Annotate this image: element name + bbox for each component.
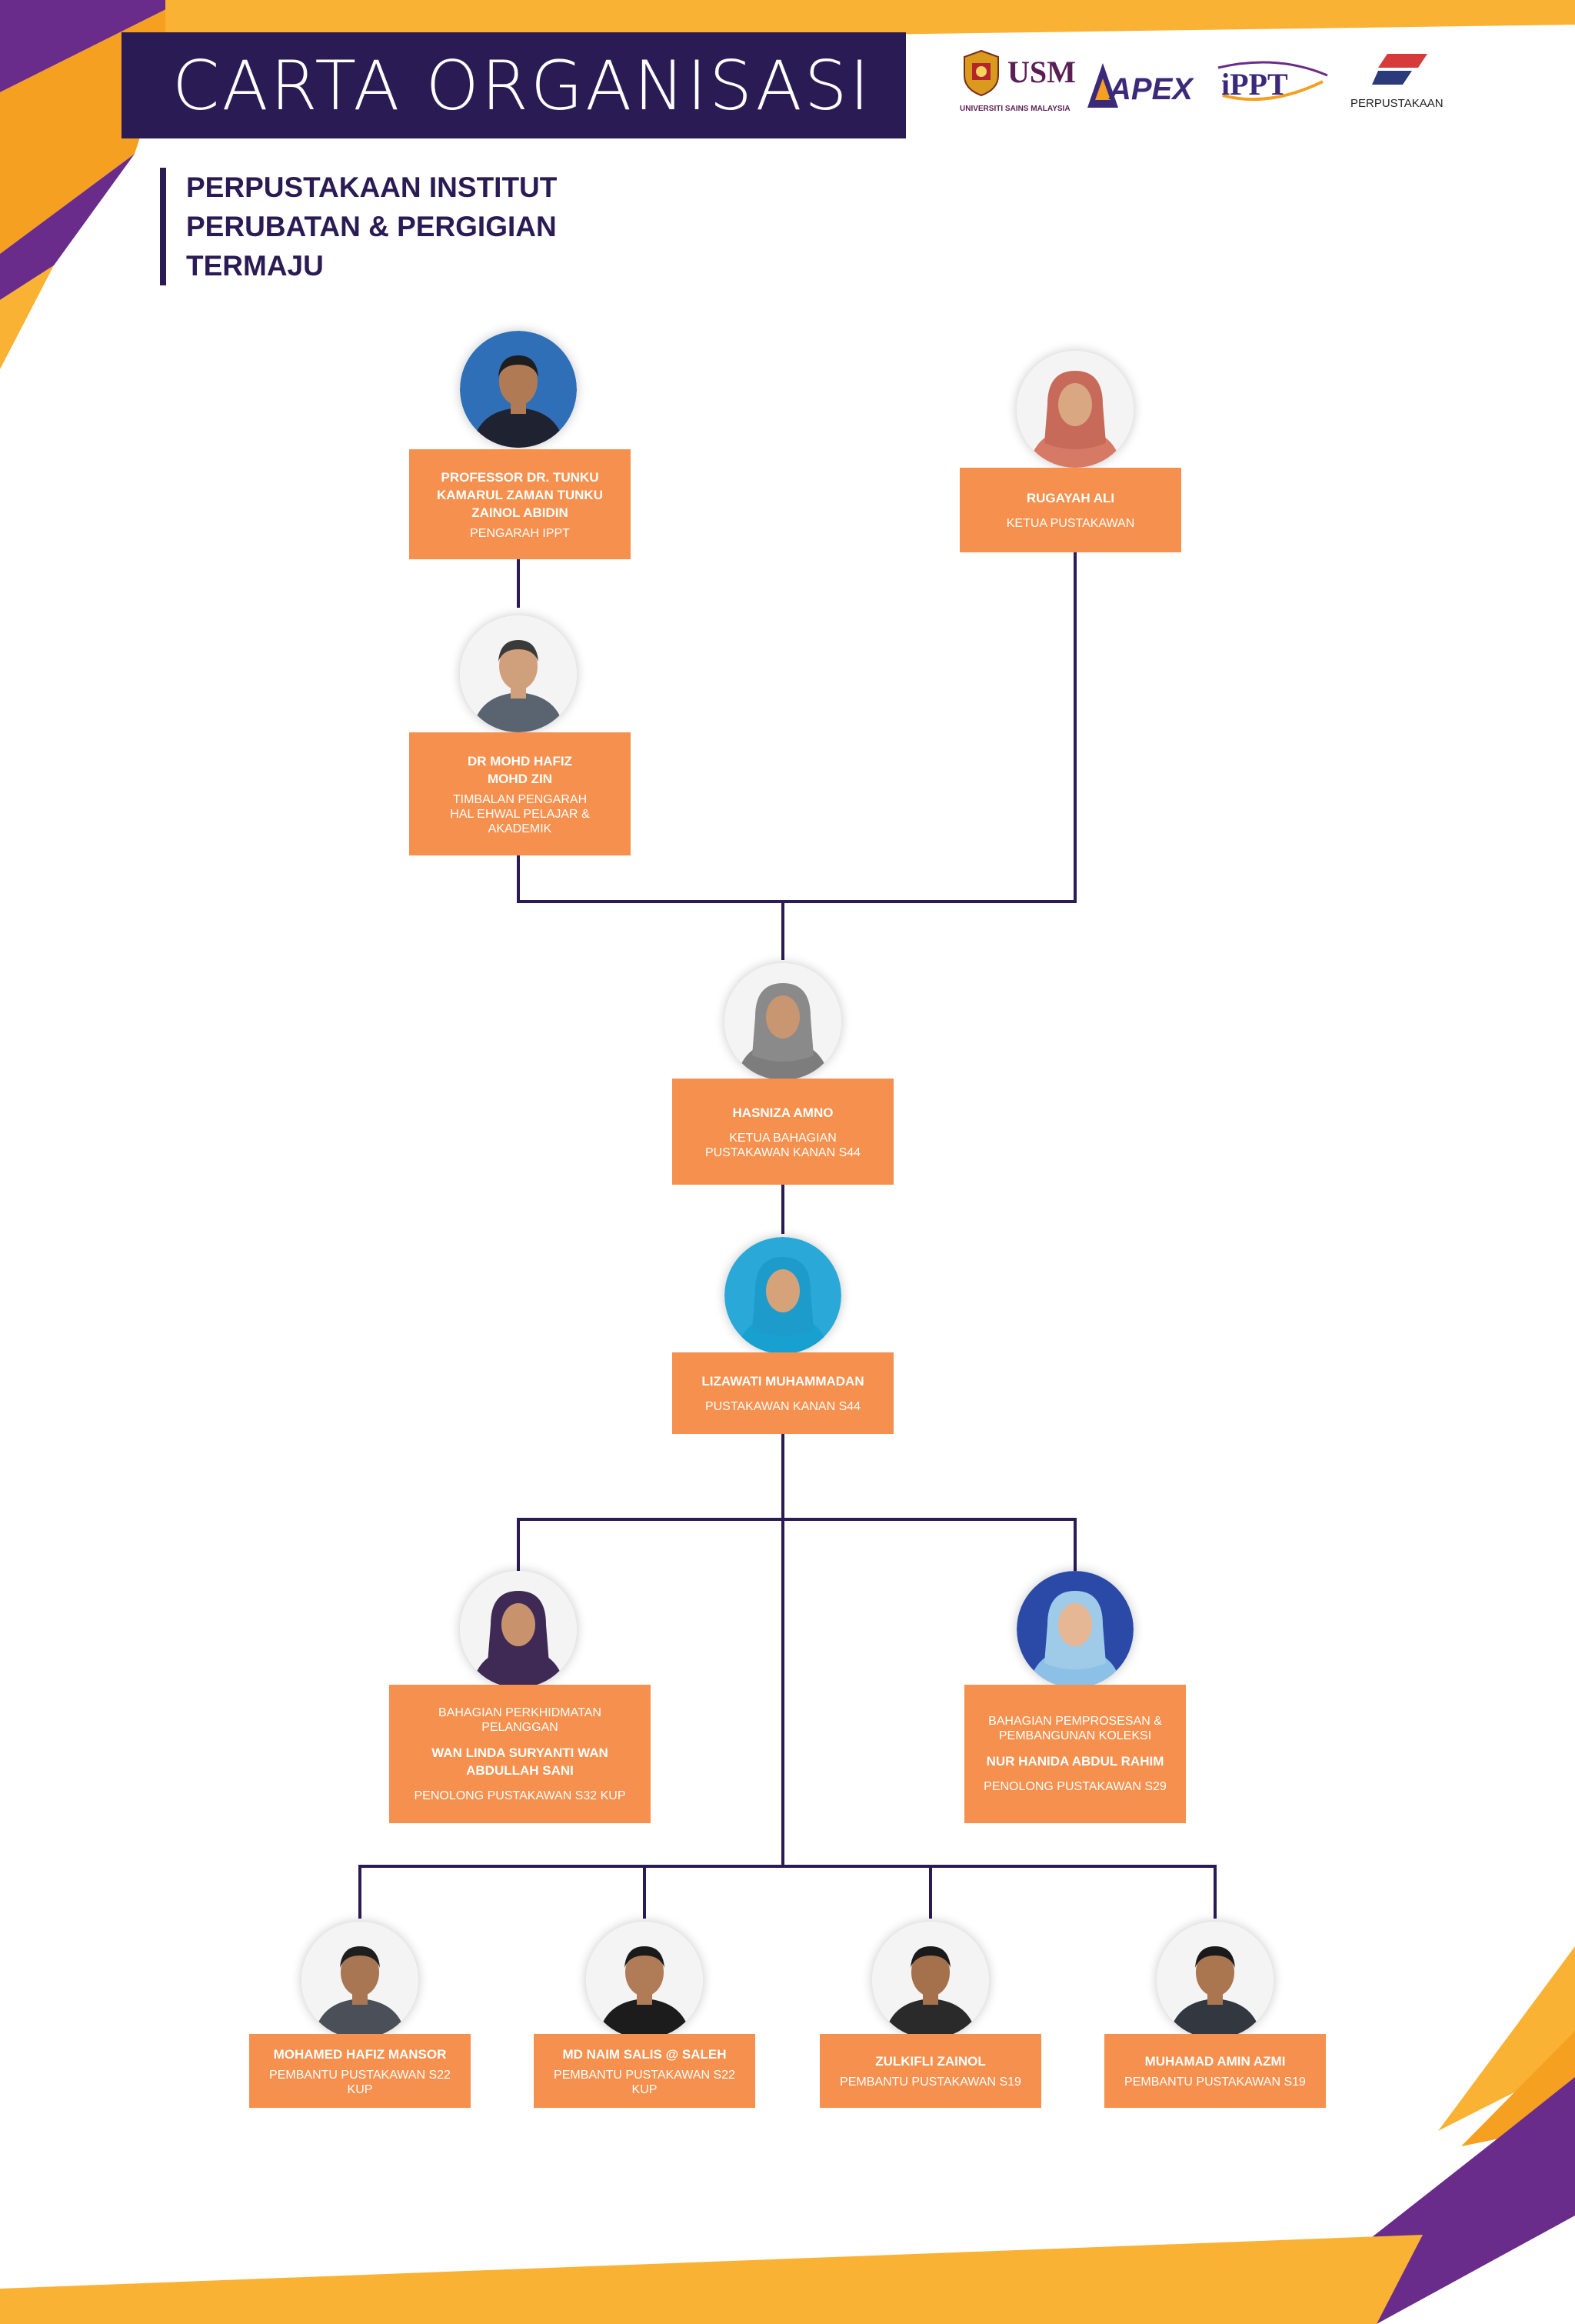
person-card-nurhanida: BAHAGIAN PEMPROSESAN & PEMBANGUNAN KOLEK… bbox=[964, 1685, 1186, 1823]
person-card-hafizmansor: MOHAMED HAFIZ MANSOR PEMBANTU PUSTAKAWAN… bbox=[249, 2034, 471, 2108]
portrait-icon bbox=[460, 615, 577, 732]
person-role: PENOLONG PUSTAKAWAN S29 bbox=[984, 1780, 1167, 1793]
avatar bbox=[460, 331, 577, 448]
portrait-icon bbox=[586, 1922, 703, 2039]
corner-yellow-left bbox=[0, 265, 54, 369]
person-role: KETUA PUSTAKAWAN bbox=[1006, 517, 1135, 530]
portrait-icon bbox=[1157, 1922, 1274, 2039]
person-role: PENOLONG PUSTAKAWAN S32 KUP bbox=[414, 1789, 626, 1802]
person-role: PUSTAKAWAN KANAN S44 bbox=[704, 1400, 861, 1413]
avatar bbox=[460, 615, 577, 732]
avatar bbox=[724, 963, 841, 1080]
person-name: NUR HANIDA ABDUL RAHIM bbox=[986, 1754, 1164, 1769]
unit-name: BAHAGIAN PEMPROSESAN & bbox=[988, 1715, 1162, 1728]
page-subtitle: PERPUSTAKAAN INSTITUT PERUBATAN & PERGIG… bbox=[160, 168, 621, 285]
apex-text: APEX bbox=[1109, 72, 1193, 106]
person-role: PEMBANTU PUSTAKAWAN S22 KUP bbox=[269, 2068, 451, 2096]
perpustakaan-text: PERPUSTAKAAN bbox=[1350, 97, 1443, 110]
person-name: DR MOHD HAFIZ bbox=[468, 753, 572, 769]
subtitle-line-1: PERPUSTAKAAN INSTITUT bbox=[186, 172, 558, 203]
connector-units-bus bbox=[517, 1518, 1077, 1571]
person-card-aminazmi: MUHAMAD AMIN AZMI PEMBANTU PUSTAKAWAN S1… bbox=[1104, 2034, 1326, 2108]
unit-name: PEMBANGUNAN KOLEKSI bbox=[998, 1729, 1152, 1742]
usm-crest-icon bbox=[964, 49, 999, 97]
unit-name: PELANGGAN bbox=[481, 1720, 558, 1734]
person-name: ZAINOL ABIDIN bbox=[471, 505, 568, 520]
connector-staff-bus bbox=[358, 1865, 1217, 1919]
person-name: ABDULLAH SANI bbox=[466, 1762, 574, 1778]
portrait-icon bbox=[872, 1922, 989, 2039]
person-role: PENGARAH IPPT bbox=[470, 526, 570, 540]
person-card-pengarah: PROFESSOR DR. TUNKU KAMARUL ZAMAN TUNKU … bbox=[409, 449, 631, 559]
library-flag-icon bbox=[1372, 54, 1427, 85]
connector-top-bus bbox=[517, 552, 1077, 903]
ippt-logo: iPPT bbox=[1215, 58, 1330, 112]
usm-logo: USM UNIVERSITI SAINS MALAYSIA bbox=[960, 49, 1076, 113]
person-role: PEMBANTU PUSTAKAWAN S22 KUP bbox=[554, 2068, 735, 2096]
person-name: MOHAMED HAFIZ MANSOR bbox=[273, 2046, 447, 2062]
person-role: AKADEMIK bbox=[488, 822, 552, 835]
person-name: PROFESSOR DR. TUNKU bbox=[441, 469, 599, 485]
avatar bbox=[1017, 1571, 1134, 1688]
person-name: MD NAIM SALIS @ SALEH bbox=[562, 2046, 727, 2062]
person-role: PEMBANTU PUSTAKAWAN S19 bbox=[1124, 2076, 1306, 2089]
usm-mark: USM bbox=[1007, 55, 1076, 89]
corner-purple-bottom-right bbox=[1261, 2077, 1575, 2324]
logo-strip: USM UNIVERSITI SAINS MALAYSIA APEX iPPT … bbox=[957, 49, 1449, 126]
person-name: HASNIZA AMNO bbox=[732, 1105, 834, 1120]
person-name: MUHAMAD AMIN AZMI bbox=[1144, 2054, 1286, 2069]
subtitle-line-2: PERUBATAN & PERGIGIAN bbox=[186, 211, 557, 242]
portrait-icon bbox=[301, 1922, 418, 2039]
person-name: LIZAWATI MUHAMMADAN bbox=[701, 1374, 864, 1389]
bottom-yellow-band bbox=[0, 2235, 1423, 2324]
person-role: HAL EHWAL PELAJAR & bbox=[450, 807, 590, 821]
person-card-lizawati: LIZAWATI MUHAMMADAN PUSTAKAWAN KANAN S44 bbox=[672, 1352, 894, 1434]
person-name: RUGAYAH ALI bbox=[1026, 491, 1115, 505]
person-card-zulkifli: ZULKIFLI ZAINOL PEMBANTU PUSTAKAWAN S19 bbox=[820, 2034, 1041, 2108]
avatar bbox=[460, 1571, 577, 1688]
perpustakaan-logo: PERPUSTAKAAN bbox=[1350, 54, 1449, 123]
page-title: CARTA ORGANISASI bbox=[122, 32, 906, 138]
portrait-icon bbox=[460, 331, 577, 448]
corner-yellow-right bbox=[1438, 1946, 1575, 2131]
portrait-icon bbox=[1017, 351, 1134, 468]
person-card-wanlinda: BAHAGIAN PERKHIDMATAN PELANGGAN WAN LIND… bbox=[389, 1685, 651, 1823]
person-name: KAMARUL ZAMAN TUNKU bbox=[437, 487, 603, 502]
person-card-naimsalis: MD NAIM SALIS @ SALEH PEMBANTU PUSTAKAWA… bbox=[534, 2034, 755, 2108]
apex-triangle-icon bbox=[1087, 63, 1118, 108]
ippt-text: iPPT bbox=[1221, 67, 1288, 102]
person-name: WAN LINDA SURYANTI WAN bbox=[431, 1745, 608, 1760]
usm-caption: UNIVERSITI SAINS MALAYSIA bbox=[960, 105, 1071, 113]
person-name: MOHD ZIN bbox=[487, 771, 553, 786]
person-card-hasniza: HASNIZA AMNO KETUA BAHAGIAN PUSTAKAWAN K… bbox=[672, 1079, 894, 1185]
subtitle-line-3: TERMAJU bbox=[186, 250, 324, 282]
avatar bbox=[1157, 1922, 1274, 2039]
person-role: KETUA BAHAGIAN bbox=[729, 1131, 837, 1145]
person-role: PUSTAKAWAN KANAN S44 bbox=[704, 1145, 861, 1159]
portrait-icon bbox=[460, 1571, 577, 1688]
avatar bbox=[724, 1237, 841, 1354]
unit-name: BAHAGIAN PERKHIDMATAN bbox=[438, 1705, 601, 1719]
avatar bbox=[301, 1922, 418, 2039]
portrait-icon bbox=[724, 1237, 841, 1354]
person-role: TIMBALAN PENGARAH bbox=[452, 792, 588, 806]
person-card-timbalan: DR MOHD HAFIZ MOHD ZIN TIMBALAN PENGARAH… bbox=[409, 732, 631, 855]
apex-logo: APEX bbox=[1086, 58, 1201, 112]
ippt-swoosh-icon bbox=[1217, 61, 1328, 102]
person-name: ZULKIFLI ZAINOL bbox=[875, 2054, 986, 2069]
avatar bbox=[586, 1922, 703, 2039]
portrait-icon bbox=[1017, 1571, 1134, 1688]
person-card-ketua: RUGAYAH ALI KETUA PUSTAKAWAN bbox=[960, 468, 1181, 552]
portrait-icon bbox=[724, 963, 841, 1080]
corner-purple-mid-left bbox=[0, 154, 135, 300]
person-role: PEMBANTU PUSTAKAWAN S19 bbox=[840, 2076, 1021, 2089]
avatar bbox=[872, 1922, 989, 2039]
avatar bbox=[1017, 351, 1134, 468]
